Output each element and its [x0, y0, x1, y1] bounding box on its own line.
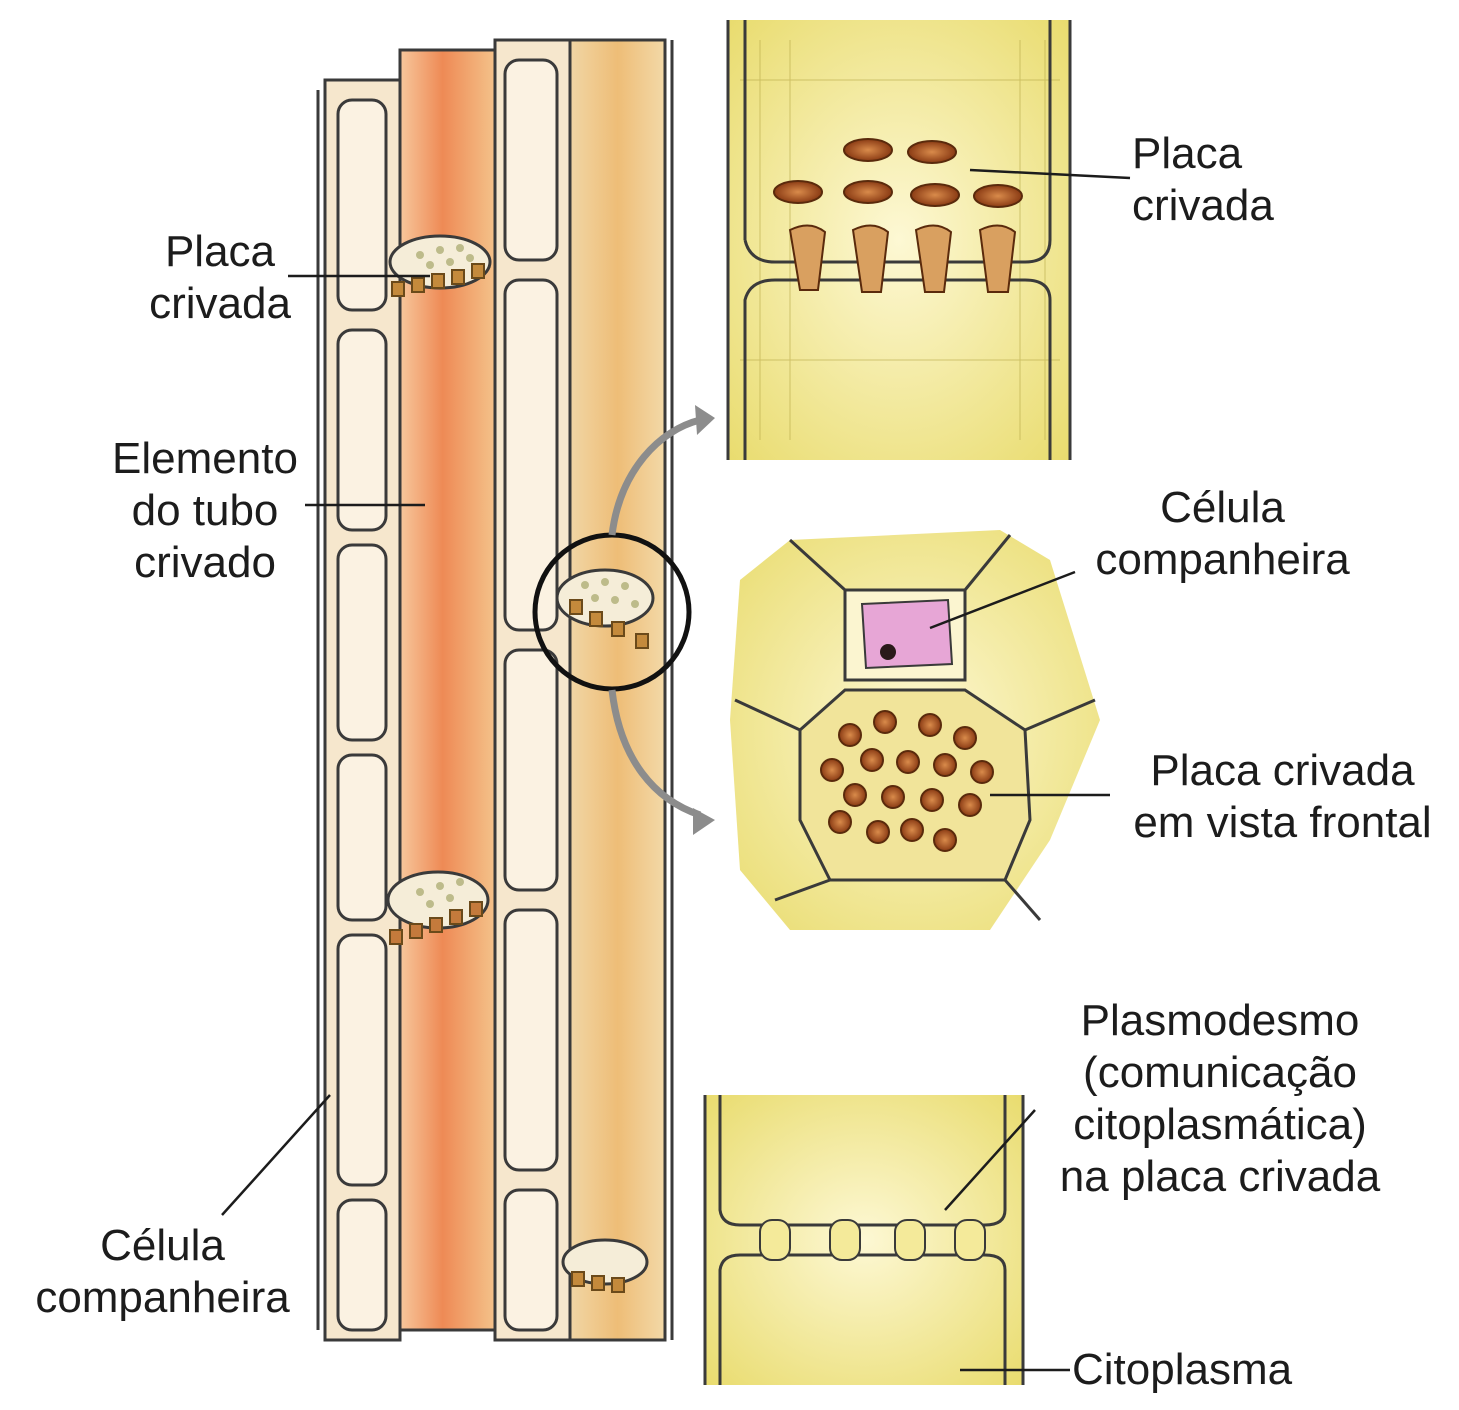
- companion-cells-left: [338, 100, 386, 1330]
- label-celula-companheira-right: Célula companheira: [1080, 482, 1365, 586]
- sieve-plate-front: [800, 690, 1030, 880]
- cross-section-view: [730, 530, 1100, 930]
- label-celula-companheira-left: Célula companheira: [20, 1220, 305, 1324]
- sieve-plate-side-view: [728, 20, 1070, 460]
- plasmodesma-view: [705, 1095, 1023, 1385]
- nucleus: [880, 644, 896, 660]
- longitudinal-view: [318, 40, 689, 1340]
- label-placa-crivada-left: Placa crivada: [130, 226, 310, 330]
- label-citoplasma: Citoplasma: [1072, 1344, 1332, 1396]
- nucleus-cell: [862, 600, 952, 668]
- label-placa-frontal: Placa crivada em vista frontal: [1110, 745, 1455, 849]
- companion-cells-middle: [505, 60, 557, 1330]
- label-elemento-tubo: Elemento do tubo crivado: [90, 433, 320, 589]
- label-plasmodesmo: Plasmodesmo (comunicação citoplasmática)…: [1040, 995, 1400, 1203]
- label-placa-crivada-right: Placa crivada: [1132, 128, 1332, 232]
